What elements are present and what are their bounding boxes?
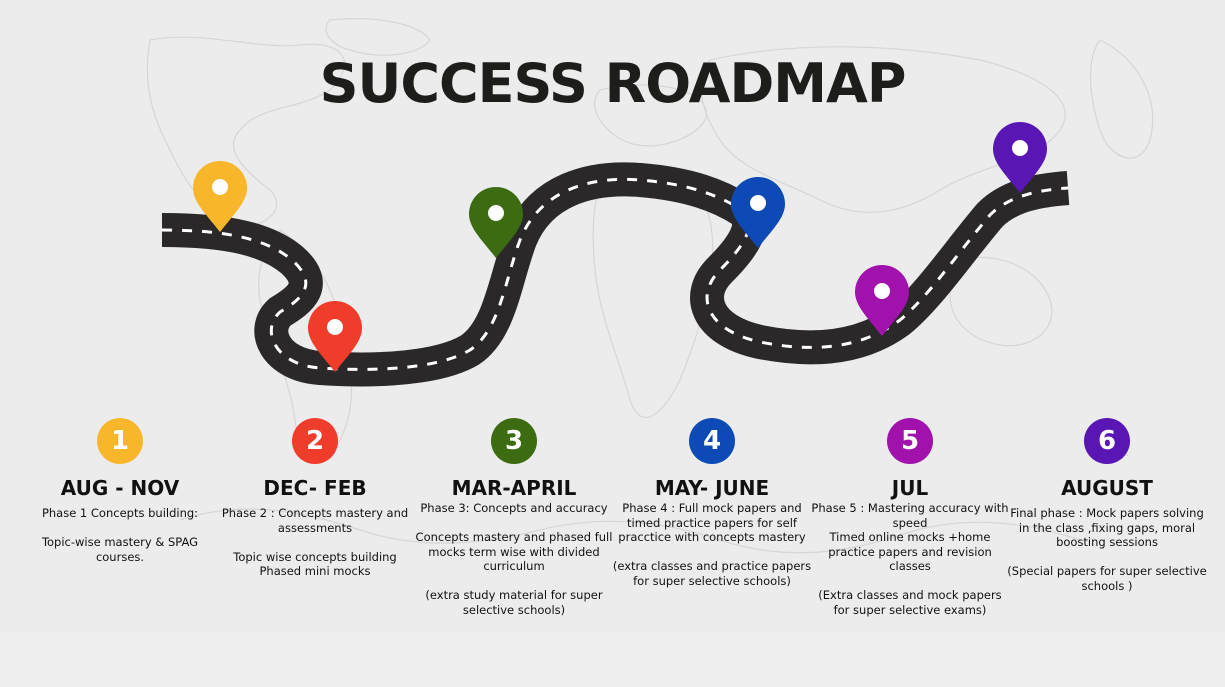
phase-4: 4 MAY- JUNE Phase 4 : Full mock papers a…	[612, 418, 812, 588]
location-pin-icon-5	[855, 265, 909, 336]
page-title: SUCCESS ROADMAP	[319, 52, 907, 115]
phase-number-badge: 3	[491, 418, 537, 464]
road-center-dashes	[161, 177, 1069, 371]
location-pin-icon-4	[731, 177, 785, 248]
phase-3: 3 MAR-APRIL Phase 3: Concepts and accura…	[414, 418, 614, 617]
phase-heading: DEC- FEB	[263, 476, 367, 500]
phase-description: Phase 2 : Concepts mastery and assessmen…	[221, 506, 409, 578]
road	[161, 162, 1070, 387]
phase-description: Phase 3: Concepts and accuracy Concepts …	[415, 501, 613, 617]
phase-heading: AUGUST	[1061, 476, 1153, 500]
phase-number-badge: 5	[887, 418, 933, 464]
location-pin-icon-6	[993, 122, 1047, 193]
phase-2: 2 DEC- FEB Phase 2 : Concepts mastery an…	[215, 418, 415, 579]
phase-description: Phase 4 : Full mock papers and timed pra…	[612, 501, 812, 588]
phase-heading: AUG - NOV	[60, 476, 180, 500]
phase-6: 6 AUGUST Final phase : Mock papers solvi…	[1007, 418, 1207, 593]
phase-5: 5 JUL Phase 5 : Mastering accuracy with …	[810, 418, 1010, 617]
phase-heading: MAR-APRIL	[451, 476, 577, 500]
phase-number-badge: 6	[1084, 418, 1130, 464]
phase-number-badge: 4	[689, 418, 735, 464]
location-pin-icon-2	[308, 301, 362, 372]
location-pin-icon-3	[469, 187, 523, 258]
phase-1: 1 AUG - NOV Phase 1 Concepts building: T…	[20, 418, 220, 564]
phase-number-badge: 1	[97, 418, 143, 464]
phase-description: Phase 5 : Mastering accuracy with speed …	[811, 501, 1009, 617]
phase-description: Phase 1 Concepts building: Topic-wise ma…	[41, 506, 199, 564]
phase-heading: MAY- JUNE	[654, 476, 770, 500]
phase-number-badge: 2	[292, 418, 338, 464]
location-pin-icon-1	[193, 161, 247, 232]
phase-heading: JUL	[891, 476, 929, 500]
footer-strip	[0, 632, 1225, 687]
phase-description: Final phase : Mock papers solving in the…	[1007, 506, 1207, 593]
